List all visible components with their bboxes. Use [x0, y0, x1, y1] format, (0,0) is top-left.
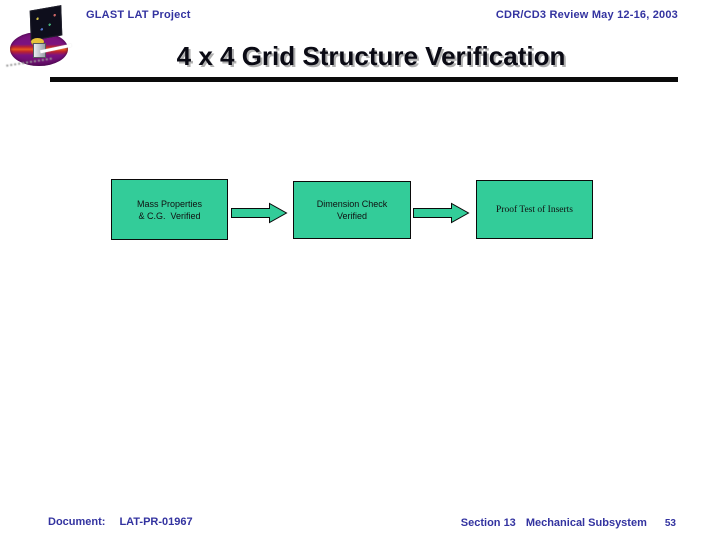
logo-solar-panel [29, 5, 63, 41]
flow-box-label: Verified [336, 211, 368, 221]
footer-section: Section 13 Mechanical Subsystem 53 [461, 517, 676, 529]
title-rule [50, 77, 678, 82]
header-project-name: GLAST LAT Project [86, 9, 191, 21]
logo-satellite-dish [31, 38, 44, 46]
header-review-date: CDR/CD3 Review May 12-16, 2003 [495, 9, 678, 21]
flow-box-label: & C.G. Verified [138, 210, 201, 221]
flow-box-proof-test: Proof Test of Inserts [476, 180, 593, 239]
footer-document-label: Document: [48, 516, 106, 528]
glast-logo [6, 5, 80, 68]
flow-box-mass-properties: Mass Properties & C.G. Verified [111, 179, 228, 240]
flow-box-label: Mass Properties [136, 198, 203, 209]
footer-section-label: Section 13 [460, 517, 516, 529]
footer-subsystem-label: Mechanical Subsystem [525, 517, 647, 529]
flow-arrow-right-icon [231, 202, 288, 224]
footer-page-number: 53 [664, 518, 676, 529]
flow-box-dimension-check: Dimension Check Verified [293, 181, 411, 239]
footer-document-number: LAT-PR-01967 [119, 516, 193, 528]
footer-document: Document: LAT-PR-01967 [48, 516, 193, 528]
slide-title: 4 x 4 Grid Structure Verification [176, 41, 566, 71]
flow-box-label: Proof Test of Inserts [496, 204, 573, 215]
flow-box-label: Dimension Check [316, 199, 388, 209]
flow-arrow-right-icon [413, 202, 470, 224]
